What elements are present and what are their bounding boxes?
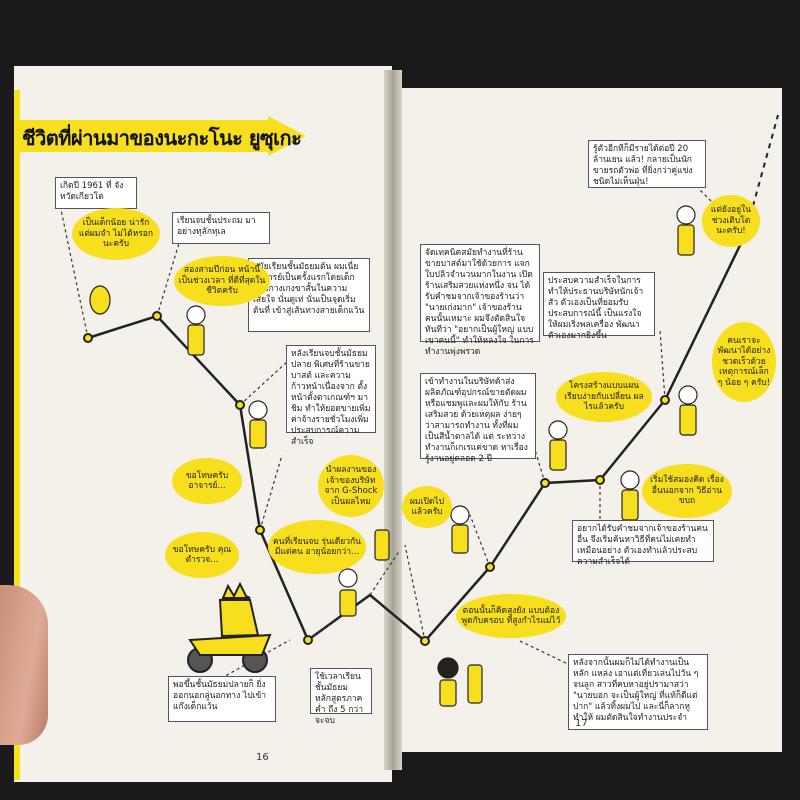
speech-bubble: โครงสร้างแบบแผน เรียบง่ายกับเปลี่ยน ผลไร… <box>556 372 652 422</box>
speech-bubble: คนที่เรียนจบ รุ่นเดียวกันมีแต่คน อายุน้อ… <box>268 520 366 574</box>
timeline-box-after-highschool: หลังเรียนจบชั้นมัธยมปลาย พิเศษที่ร้านขาย… <box>286 345 376 447</box>
speech-bubble: ตอนนั้นก็คิดสูงยัง แบบต้องพูดกับครอบ ที่… <box>456 594 566 638</box>
speech-bubble: เป็นเด็กน้อย น่ารัก แต่ผมจำ ไม่ได้หรอกนะ… <box>72 208 160 260</box>
arrow-banner-icon <box>16 116 306 156</box>
motorcycle-icon <box>187 581 272 673</box>
timeline-box-regular-job: หลังจากนั้นผมก็ไม่ได้ทำงานเป็นหลัก แหล่ง… <box>568 654 708 730</box>
speech-bubble: นำผลงานของ เจ้าของบริษัท จาก G-Shock เป็… <box>318 455 384 517</box>
speech-bubble: ขอโทษครับ อาจารย์... <box>172 458 242 504</box>
speech-bubble: สองสามปีก่อน หน้านี้เป็นช่วงเวลา ที่ดีที… <box>174 256 270 306</box>
timeline-box-high-school: พอขึ้นชั้นมัธยมปลายก็ ยิ่งออกนอกลู่นอกทา… <box>168 676 276 722</box>
timeline-box-president: ประสบความสำเร็จในการ ทำให้ประธานบริษัทนั… <box>543 272 655 341</box>
timeline-box-income: รู้ตัวอีกทีก็มีรายได้ต่อปี 20 ล้านเยน แล… <box>588 140 706 188</box>
thumb <box>0 585 48 745</box>
timeline-box-birth: เกิดปี 1961 ที่ จังหวัดเกียวโต <box>55 177 137 209</box>
speech-bubble: คนเราจะ พัฒนาได้อย่าง ชวดเร็วด้วย เหตุกา… <box>712 322 776 402</box>
page-title: ชีวิตที่ผ่านมาของนะกะโนะ ยูซุเกะ <box>22 126 302 150</box>
page-number-right: 17 <box>575 718 588 729</box>
timeline-box-flyers: จัดเทคนิคสมัยทำงานที่ร้าน ขายบาสต์มาใช้ด… <box>420 244 540 357</box>
book-gutter <box>384 70 402 770</box>
timeline-box-middle-school: สมัยเรียนชั้นมัธยมต้น ผมเนี่ย อาจารย์เป็… <box>248 258 370 332</box>
speech-bubble: เริ่มใช้สมองคิด เรื่องอื่นนอกจาก วิธีอ่า… <box>642 464 732 518</box>
page-edge-yellow <box>14 90 20 780</box>
page-number-left: 16 <box>256 752 269 763</box>
timeline-box-wholesale: เข้าทำงานในบริษัทค้าส่ง ผลิตภัณฑ์อุปกรณ์… <box>420 373 536 464</box>
speech-bubble: แต่ยังอยู่ใน ช่วงเติบโต นะครับ! <box>702 195 760 247</box>
speech-bubble: ขอโทษครับ คุณตำรวจ... <box>165 532 239 578</box>
speech-bubble: ผมเปิดไป แล้วครับ <box>402 486 452 528</box>
timeline-box-praise: อยากได้รับคำชมจากเจ้าของร้านคนอื่น จึงเร… <box>572 520 714 567</box>
timeline-box-elementary: เรียนจบชั้นประถม มาอย่างทุลักทุเล <box>172 212 270 244</box>
timeline-box-night-school: ใช้เวลาเรียนชั้นมัธยม หลักสูตรภาคค่ำ ถึง… <box>310 668 372 726</box>
title-banner <box>16 116 306 156</box>
